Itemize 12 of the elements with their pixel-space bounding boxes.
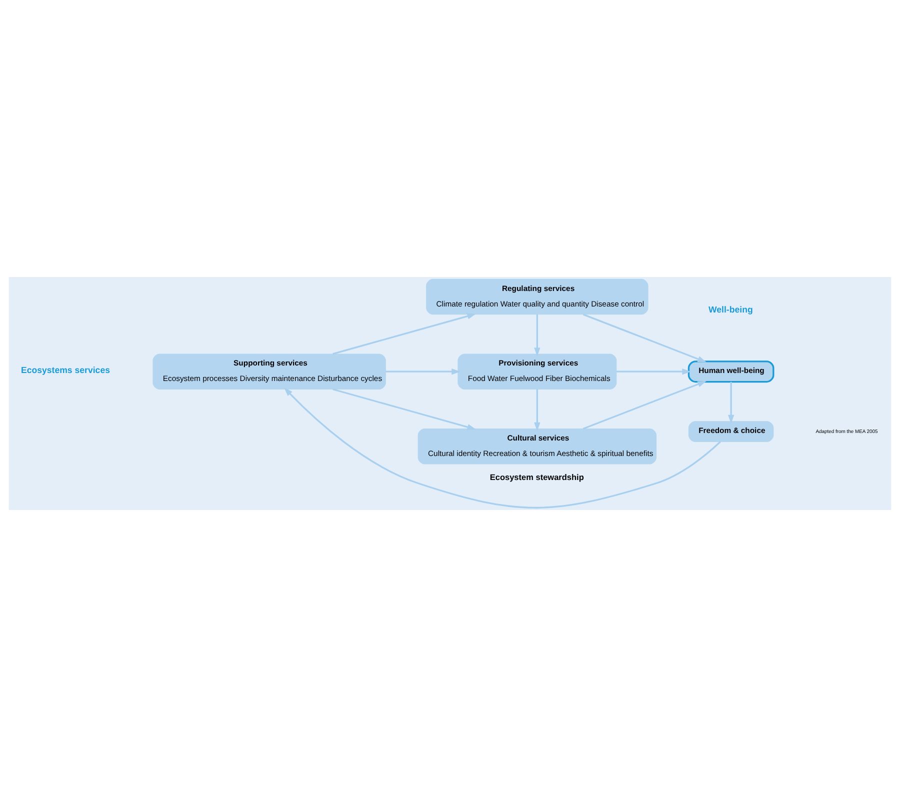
arrow (728, 382, 734, 424)
arrow (582, 314, 707, 362)
label: Ecosystems services (20, 365, 110, 376)
arrow (332, 388, 476, 430)
arrow (386, 368, 460, 375)
arrow (534, 389, 540, 432)
arrow (616, 368, 691, 375)
arrow (534, 314, 540, 356)
arrow (332, 313, 476, 355)
label: Well-being (708, 304, 753, 315)
arrow (284, 388, 721, 508)
arrow (582, 380, 707, 430)
